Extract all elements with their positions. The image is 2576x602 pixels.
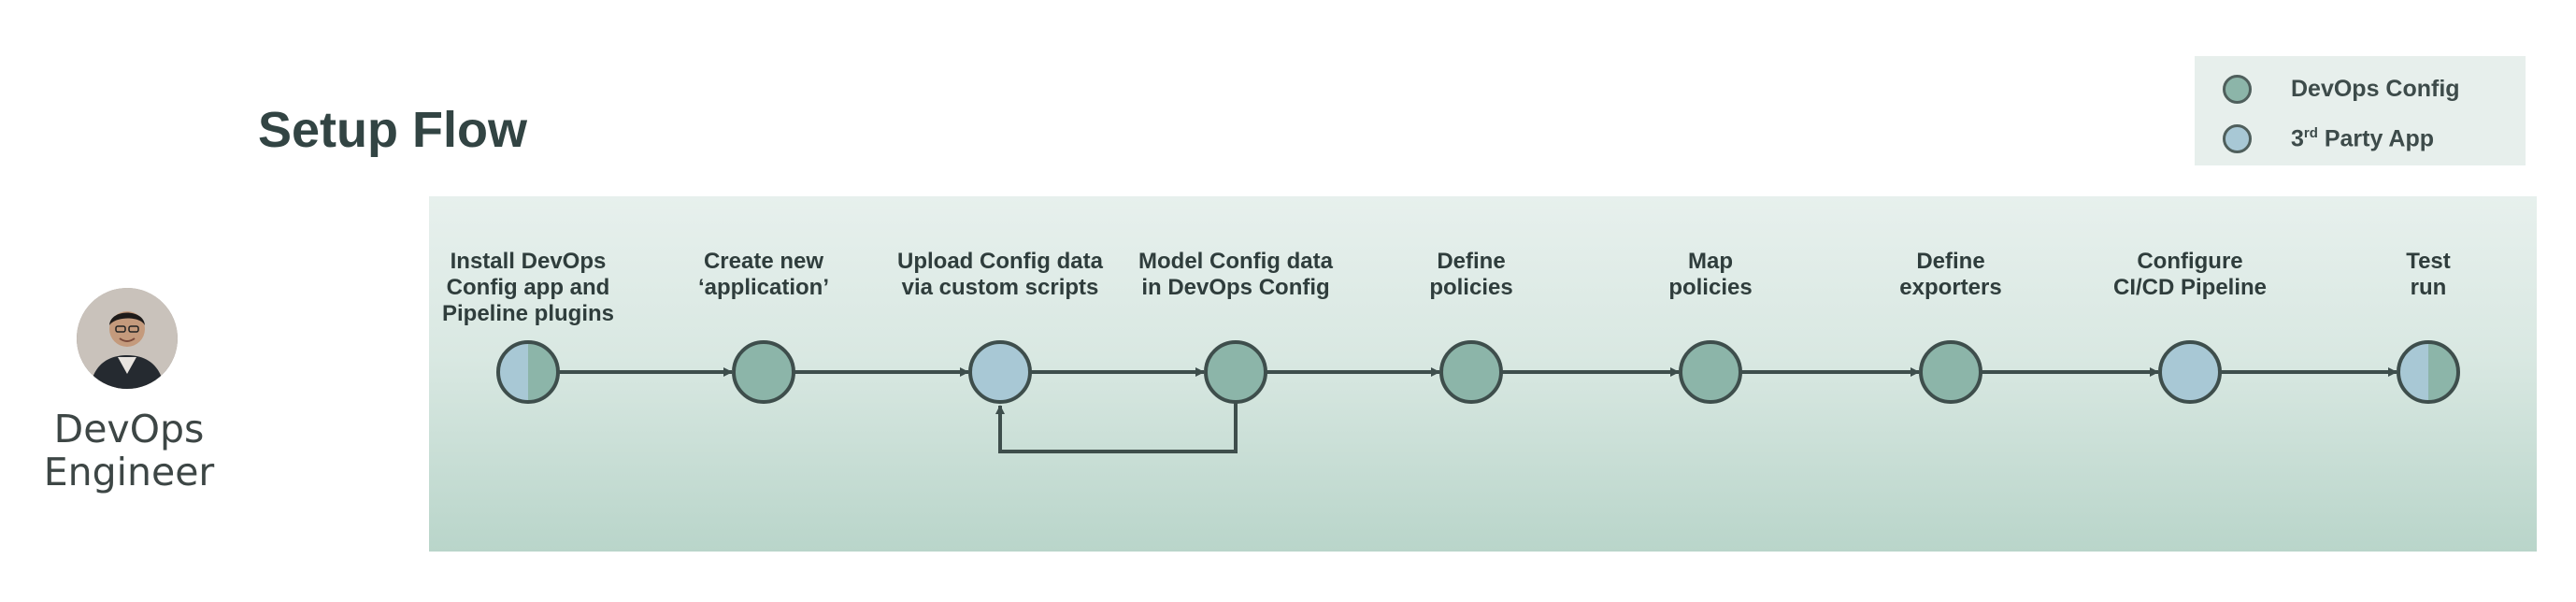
persona-name-line1: DevOps [53,407,205,452]
legend-label-prefix: 3 [2291,125,2304,152]
step-label: Define exporters [1899,249,2002,300]
flow-node [1679,340,1742,404]
legend: DevOps Config 3rd Party App [2195,56,2526,165]
flow-node-left-half [2398,342,2428,402]
persona-name-line2: Engineer [43,450,215,494]
step-label: Configure CI/CD Pipeline [2112,249,2268,300]
step-label: Test run [2406,249,2451,300]
flow-node-circle [1919,340,1982,404]
flow-node-circle [1204,340,1267,404]
legend-label-sup: rd [2303,124,2318,141]
persona-name: DevOps Engineer [28,408,230,494]
legend-item-devops-config: DevOps Config [2223,75,2460,104]
page-title: Setup Flow [258,102,527,158]
legend-item-third-party-app: 3rd Party App [2223,124,2434,153]
flow-node-circle [2158,340,2222,404]
step-label: Define policies [1429,249,1513,300]
person-photo-icon [77,288,178,389]
flow-node [496,340,560,404]
flow-node [968,340,1032,404]
avatar [77,288,178,389]
flow-node-right-half [2428,342,2458,402]
legend-swatch-third-party-app [2223,124,2252,153]
flow-node [732,340,795,404]
flow-node-circle [1439,340,1503,404]
flow-node [1439,340,1503,404]
flow-node [2397,340,2460,404]
step-label: Upload Config data via custom scripts [897,249,1103,300]
flow-node-circle [968,340,1032,404]
flow-node-outline [496,340,560,404]
flow-node-left-half [498,342,528,402]
flow-node-outline [2397,340,2460,404]
legend-label-devops-config: DevOps Config [2291,76,2460,102]
flow-node [1919,340,1982,404]
loop-back-arrow [995,402,1238,453]
flow-node [1204,340,1267,404]
legend-label-suffix: Party App [2317,125,2435,152]
flow-node-right-half [528,342,558,402]
step-label: Map policies [1668,249,1753,300]
step-label: Model Config data in DevOps Config [1138,249,1333,300]
flow-node [2158,340,2222,404]
step-label: Create new ‘application’ [697,249,829,300]
flow-node-circle [1679,340,1742,404]
step-label: Install DevOps Config app and Pipeline p… [441,249,615,326]
legend-label-third-party-app: 3rd Party App [2291,125,2434,152]
flow-node-circle [732,340,795,404]
legend-swatch-devops-config [2223,75,2252,104]
